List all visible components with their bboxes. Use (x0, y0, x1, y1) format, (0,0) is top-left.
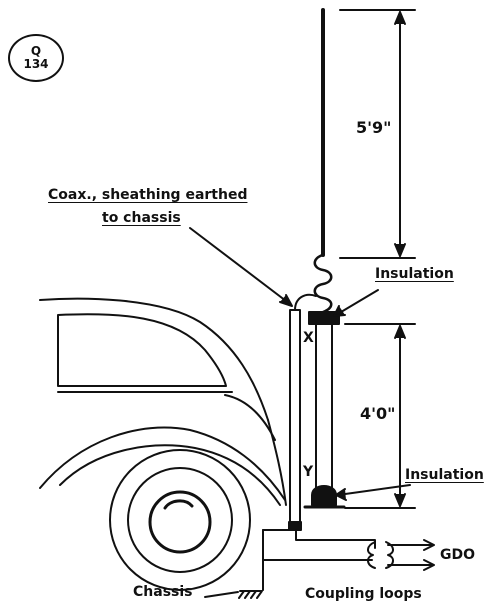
loading-coil (313, 253, 333, 318)
hub-shine (163, 499, 194, 510)
hub-cap (148, 490, 212, 554)
wheel-tyre (109, 449, 251, 591)
bottom-insulator (311, 485, 337, 506)
mudguard-inner (59, 444, 281, 506)
coax-leader (189, 227, 291, 305)
insulation-top-arrow (333, 305, 346, 317)
bumper (224, 394, 276, 441)
mudguard (39, 426, 286, 501)
gdo-label: GDO (440, 547, 476, 563)
insulation-top-label: Insulation (375, 266, 454, 282)
dimension-upper-label: 5'9" (356, 118, 392, 137)
point-x-label: X (303, 330, 314, 346)
point-y-label: Y (303, 464, 314, 480)
coax-label-line1: Coax., sheathing earthed (48, 187, 248, 203)
coax-feed (294, 293, 317, 311)
top-insulator (308, 311, 340, 325)
coupling-loops-label: Coupling loops (305, 586, 422, 602)
insulation-top-leader (335, 289, 379, 316)
dim-lower-arrow-top (394, 325, 406, 339)
dimension-lower-label: 4'0" (360, 404, 396, 423)
car-body-rear (267, 419, 287, 506)
insulation-bottom-leader (337, 484, 411, 496)
coupling-loop-left (367, 541, 376, 569)
dim-upper-arrow-bottom (394, 243, 406, 257)
chassis-leader (204, 591, 239, 598)
question-badge: Q 134 (8, 34, 64, 82)
chassis-label: Chassis (133, 584, 193, 600)
gdo-arrow-lower (423, 559, 435, 571)
wheel-inner (127, 467, 233, 573)
insulation-bottom-arrow (335, 488, 347, 501)
coax-label-line2: to chassis (102, 210, 181, 226)
dim-upper-arrow-top (394, 11, 406, 25)
car-window (57, 313, 227, 388)
coax-leader-arrow (279, 294, 293, 307)
badge-line2: 134 (23, 57, 49, 71)
badge-line1: Q (30, 43, 42, 58)
coax-line (289, 309, 301, 523)
car-roof (39, 297, 269, 421)
feed-line-upper (295, 529, 376, 549)
coax-base (288, 521, 302, 531)
insulation-bottom-label: Insulation (405, 467, 484, 483)
chassis-earth (238, 590, 263, 599)
dim-lower-arrow-bottom (394, 493, 406, 507)
gdo-arrow-upper (423, 539, 435, 551)
